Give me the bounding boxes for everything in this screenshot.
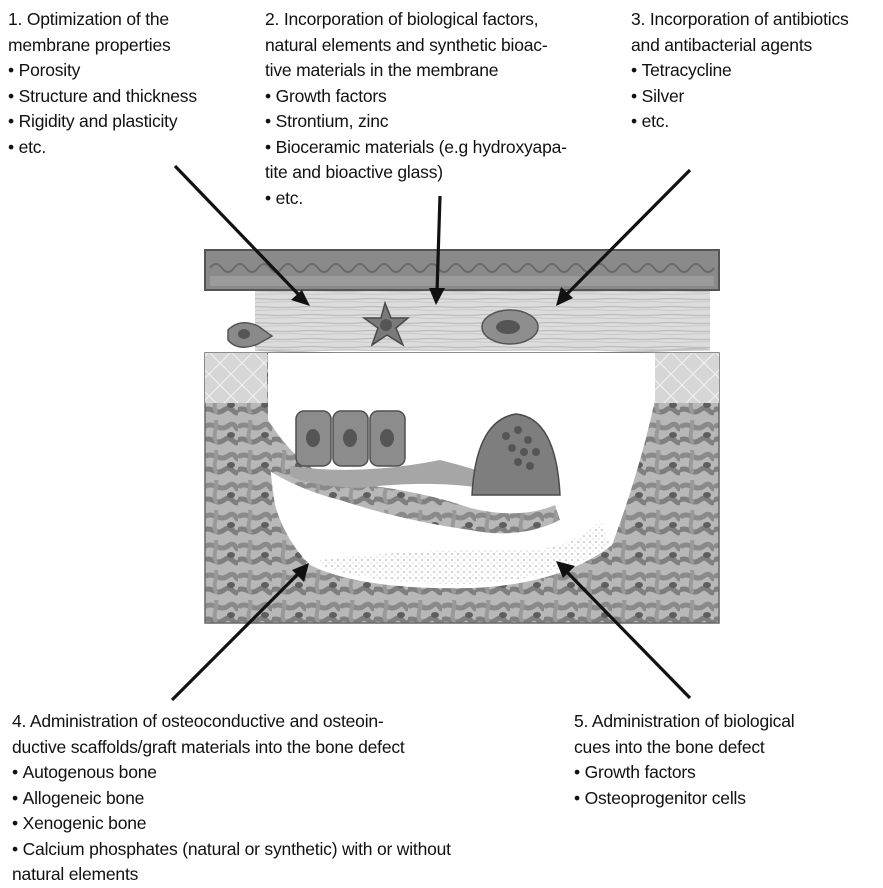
bullet-item: Bioceramic materials (e.g hydroxyapa-: [265, 135, 567, 161]
fibroblast-cell: [227, 322, 274, 348]
bone-defect-walls: [204, 352, 720, 624]
osteoclast-cell: [471, 413, 561, 496]
oval-cell: [481, 309, 539, 345]
heading-line: 1. Optimization of the: [8, 9, 169, 29]
bullet-item: Allogeneic bone: [12, 786, 451, 812]
arrow-2: [429, 195, 445, 305]
bullet-item: Xenogenic bone: [12, 811, 451, 837]
star-shaped-cell: [361, 300, 411, 347]
arrow-3: [556, 168, 692, 306]
annotation-bioactive-incorporation: 2. Incorporation of biological factors, n…: [265, 7, 567, 211]
heading-line: 3. Incorporation of antibiotics: [631, 9, 849, 29]
annotation-antibiotic-incorporation: 3. Incorporation of antibiotics and antib…: [631, 7, 849, 135]
osteoblast-cells: [290, 410, 510, 492]
bullet-item: Strontium, zinc: [265, 109, 567, 135]
heading-line: 2. Incorporation of biological factors,: [265, 9, 539, 29]
bullet-item: Growth factors: [574, 760, 794, 786]
annotation-membrane-optimization: 1. Optimization of the membrane propertie…: [8, 7, 197, 160]
heading-line: and antibacterial agents: [631, 34, 813, 55]
connective-tissue-layer: [255, 291, 710, 357]
heading-line: tive materials in the membrane: [265, 60, 499, 80]
heading-line: natural elements: [12, 864, 139, 884]
bullet-item: Rigidity and plasticity: [8, 109, 197, 135]
heading-line: 5. Administration of biological: [574, 711, 795, 731]
arrow-1: [173, 164, 310, 306]
bullet-item: etc.: [265, 186, 567, 212]
heading-line: membrane properties: [8, 34, 171, 55]
heading-line: natural elements and synthetic bioac-: [265, 34, 548, 55]
bullet-item: Osteoprogenitor cells: [574, 786, 794, 812]
bullet-item: Autogenous bone: [12, 760, 451, 786]
arrow-4: [170, 563, 309, 702]
membrane: [204, 249, 720, 291]
annotation-graft-materials: 4. Administration of osteoconductive and…: [12, 709, 451, 888]
heading-line: 4. Administration of osteoconductive and…: [12, 711, 384, 731]
bullet-item: etc.: [8, 135, 197, 161]
heading-line: cues into the bone defect: [574, 736, 765, 757]
bullet-item: Structure and thickness: [8, 84, 197, 110]
bullet-item: Tetracycline: [631, 58, 849, 84]
bullet-item: Growth factors: [265, 84, 567, 110]
bullet-item: etc.: [631, 109, 849, 135]
heading-line: ductive scaffolds/graft materials into t…: [12, 736, 405, 757]
annotation-biological-cues: 5. Administration of biological cues into…: [574, 709, 795, 812]
bullet-item: Porosity: [8, 58, 197, 84]
heading-line: tite and bioactive glass): [265, 162, 443, 182]
arrow-5: [556, 561, 692, 700]
bullet-item: Silver: [631, 84, 849, 110]
bullet-item: Calcium phosphates (natural or synthetic…: [12, 837, 451, 863]
